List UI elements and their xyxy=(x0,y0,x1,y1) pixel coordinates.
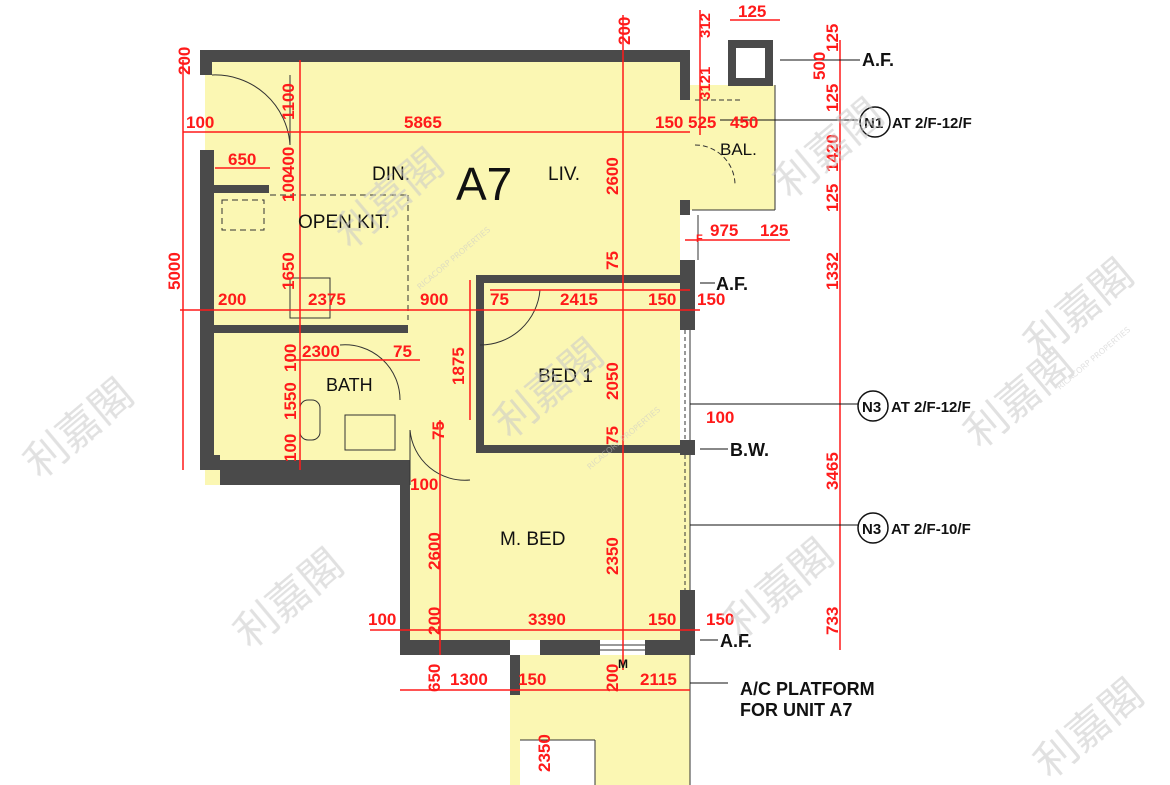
dim-text: 525 xyxy=(688,113,716,132)
callout-n3b-label: N3 xyxy=(862,521,881,538)
dim-text: 312 xyxy=(697,13,714,38)
dim-text: 5865 xyxy=(404,113,442,132)
dim-text: 500 xyxy=(810,52,829,80)
watermark: 利嘉閣 xyxy=(15,369,143,488)
callout-n3b-text: AT 2/F-10/F xyxy=(891,521,971,538)
dim-text: 2415 xyxy=(560,290,598,309)
dim-text: 125 xyxy=(738,2,766,21)
dim-text: 2115 xyxy=(640,670,677,689)
callout-n3a xyxy=(857,390,889,422)
dim-text: 2600 xyxy=(425,532,444,570)
dim-text: 733 xyxy=(823,607,842,635)
watermark: 利嘉閣 xyxy=(955,339,1083,458)
dim-text: 100 xyxy=(410,475,438,494)
dim-text: 2050 xyxy=(603,362,622,400)
dim-text: 150 xyxy=(648,290,676,309)
room-label-dining: DIN. xyxy=(372,164,410,185)
dim-text: 2300 xyxy=(302,342,340,361)
dim-text: 150 xyxy=(706,610,734,629)
dim-text: 1875 xyxy=(449,347,468,385)
watermark: 利嘉閣 xyxy=(1025,669,1153,785)
dim-text: 125 xyxy=(823,184,842,212)
dim-text: 650 xyxy=(425,664,444,692)
dim-text: 2375 xyxy=(308,290,346,309)
dim-text: 100 xyxy=(279,174,298,202)
af-label-top: A.F. xyxy=(862,50,894,70)
dim-text: M xyxy=(618,657,628,671)
dim-text: 200 xyxy=(218,290,246,309)
dim-text: 150 xyxy=(697,290,725,309)
dim-text: 150 xyxy=(655,113,683,132)
af-label-bottom: A.F. xyxy=(720,631,752,651)
annotations: A.F. N1 AT 2/F-12/F A.F. N3 AT 2/F-12/F … xyxy=(716,50,972,720)
ac-platform-line2: FOR UNIT A7 xyxy=(740,700,852,720)
room-label-bed1: BED 1 xyxy=(538,366,593,387)
dim-text: F xyxy=(696,233,703,245)
dim-text: 200 xyxy=(615,17,634,45)
dim-text: 150 xyxy=(518,670,546,689)
floor-area xyxy=(200,55,775,785)
callout-n3b xyxy=(857,512,889,544)
dim-text: 200 xyxy=(603,664,622,692)
callout-n1 xyxy=(859,106,891,138)
room-label-kitchen: OPEN KIT. xyxy=(298,212,390,233)
dim-text: 650 xyxy=(228,150,256,169)
dim-text: 1300 xyxy=(450,670,488,689)
dim-text: 1100 xyxy=(279,83,298,120)
dim-text: 75 xyxy=(490,290,509,309)
dim-text: 1550 xyxy=(281,382,300,420)
dim-text: 1650 xyxy=(279,252,298,290)
dimension-texts: 100 5865 150 525 450 650 200 2375 900 75… xyxy=(186,2,788,689)
dim-text: 450 xyxy=(730,113,758,132)
dim-text: 100 xyxy=(281,434,300,462)
dim-text: 75 xyxy=(603,426,622,445)
unit-label: A7 xyxy=(456,158,512,210)
dim-text: 900 xyxy=(420,290,448,309)
ac-platform-line1: A/C PLATFORM xyxy=(740,679,875,699)
callout-n3a-text: AT 2/F-12/F xyxy=(891,399,971,416)
dim-text: 975 xyxy=(710,221,738,240)
dim-text: 1332 xyxy=(823,252,842,290)
dim-text: 2600 xyxy=(603,157,622,195)
leaders xyxy=(690,59,860,684)
dim-text: 5000 xyxy=(165,252,184,290)
dim-text: 75 xyxy=(429,421,448,440)
dim-text: 3390 xyxy=(528,610,566,629)
callout-n3a-label: N3 xyxy=(862,399,881,416)
dim-text: 200 xyxy=(425,607,444,635)
room-label-balcony: BAL. xyxy=(720,140,757,159)
dim-text: 100 xyxy=(281,344,300,372)
af-label-mid: A.F. xyxy=(716,274,748,294)
dim-text: 150 xyxy=(648,610,676,629)
dim-text: 125 xyxy=(823,84,842,112)
dimension-lines xyxy=(180,10,841,691)
room-label-living: LIV. xyxy=(548,164,580,185)
dim-text: 3465 xyxy=(823,452,842,490)
bw-label: B.W. xyxy=(730,440,769,460)
watermark: 利嘉閣 xyxy=(225,539,353,658)
dim-text: 75 xyxy=(603,251,622,270)
watermark: 利嘉閣 xyxy=(1015,249,1143,368)
dim-text: 400 xyxy=(279,147,298,175)
callout-n1-text: AT 2/F-12/F xyxy=(892,115,972,132)
fixtures xyxy=(211,74,776,785)
dim-text: 125 xyxy=(760,221,788,240)
dim-text: 2350 xyxy=(535,734,554,772)
dim-text: 125 xyxy=(823,24,842,52)
dim-text: 100 xyxy=(706,408,734,427)
dim-text: 200 xyxy=(175,47,194,75)
room-label-bath: BATH xyxy=(326,375,373,395)
walls xyxy=(200,40,773,695)
callout-n1-label: N1 xyxy=(864,115,883,132)
dim-text: 2350 xyxy=(603,537,622,575)
dim-text: 100 xyxy=(368,610,396,629)
dim-text: 1420 xyxy=(823,134,842,172)
dim-text: 100 xyxy=(186,113,214,132)
dim-text: 3121 xyxy=(697,67,714,100)
dim-text: 75 xyxy=(393,342,412,361)
room-label-master-bed: M. BED xyxy=(500,529,565,550)
dimension-texts-vertical: 200 200 5000 1100 400 100 1650 100 1550 … xyxy=(165,13,842,772)
